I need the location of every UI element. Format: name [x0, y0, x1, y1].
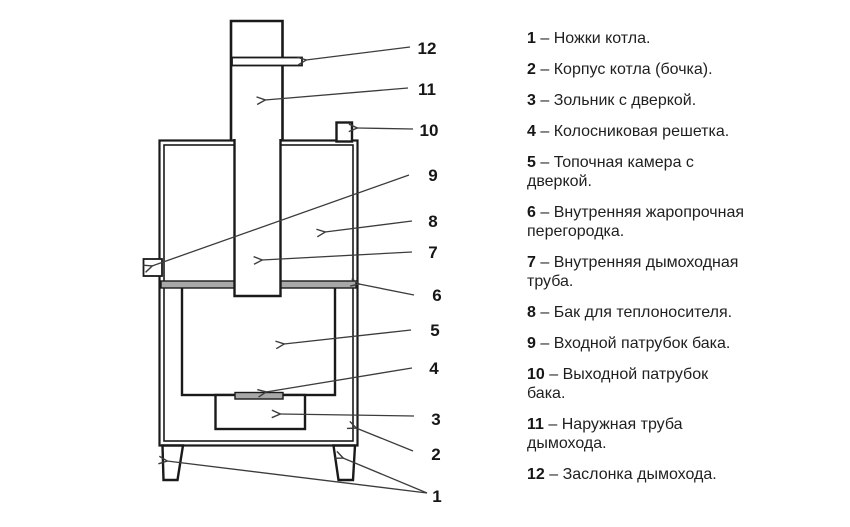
callout-2: 2 [431, 445, 440, 464]
legend-item-number: 12 [527, 466, 545, 483]
legend-item-text: Входной патрубок бака. [553, 335, 731, 352]
callout-4: 4 [429, 359, 439, 378]
legend-item-dash: – [540, 204, 550, 221]
callout-arrow-7 [262, 251, 413, 260]
boiler-diagram: 12 11 10 9 8 7 6 5 4 3 2 1 [142, 19, 442, 506]
legend-item-dash: – [540, 123, 550, 140]
legend-item: 8 – Бак для теплоносителя. [527, 303, 817, 322]
leg-left [161, 444, 185, 482]
legend-item-number: 9 [527, 335, 536, 352]
callout-1: 1 [432, 487, 441, 506]
legend-item: 12 – Заслонка дымохода. [527, 465, 817, 484]
legend-item-text: Бак для теплоносителя. [553, 304, 733, 321]
legend-item-dash: – [548, 416, 558, 433]
callout-6: 6 [432, 286, 441, 305]
legend-item-text: Топочная камера с дверкой. [527, 154, 694, 190]
callout-10: 10 [420, 121, 439, 140]
grate [234, 391, 284, 400]
legend-item-dash: – [540, 304, 550, 321]
legend-item-dash: – [549, 366, 559, 383]
legend-item-dash: – [540, 154, 550, 171]
callout-arrow-5 [284, 329, 412, 344]
legend-item: 5 – Топочная камера с дверкой. [527, 153, 817, 191]
legend-item-number: 6 [527, 204, 536, 221]
legend-item: 1 – Ножки котла. [527, 29, 817, 48]
legend-item-dash: – [540, 30, 550, 47]
callout-arrow-1a [167, 461, 428, 494]
legend-item: 9 – Входной патрубок бака. [527, 334, 817, 353]
legend-item-text: Выходной патрубок бака. [527, 366, 709, 402]
legend-item-text: Колосниковая решетка. [553, 123, 730, 140]
inner-smoke-pipe-fill [234, 139, 281, 296]
legend-item-number: 11 [527, 416, 544, 433]
legend-item: 7 – Внутренняя дымоходная труба. [527, 253, 817, 291]
callout-arrow-3 [280, 414, 415, 416]
combustion-chamber [180, 282, 337, 397]
callout-9: 9 [428, 166, 437, 185]
callout-arrow-2 [356, 428, 414, 452]
callout-11: 11 [418, 80, 436, 99]
legend-item-text: Внутренняя дымоходная труба. [527, 254, 739, 290]
legend-item-text: Зольник с дверкой. [553, 92, 697, 109]
legend-item: 2 – Корпус котла (бочка). [527, 60, 817, 79]
legend-item-text: Корпус котла (бочка). [553, 61, 713, 78]
legend-item: 10 – Выходной патрубок бака. [527, 365, 817, 403]
legend-item: 3 – Зольник с дверкой. [527, 91, 817, 110]
callout-arrow-1b [343, 458, 428, 494]
legend-item: 6 – Внутренняя жаропрочная перегородка. [527, 203, 817, 241]
legend-item-text: Наружная труба дымохода. [527, 416, 683, 452]
callout-12: 12 [418, 39, 437, 58]
callout-3: 3 [431, 410, 440, 429]
legend-item-number: 4 [527, 123, 536, 140]
legend-item: 11 – Наружная труба дымохода. [527, 415, 817, 453]
outer-chimney-fill [231, 21, 283, 139]
callout-arrow-4 [266, 367, 413, 392]
leg-right [332, 444, 357, 482]
legend-item-number: 8 [527, 304, 536, 321]
callout-arrow-9 [152, 174, 410, 266]
callout-arrow-12 [306, 46, 411, 60]
outer-chimney-pipe [229, 19, 284, 141]
callout-arrow-6 [359, 284, 415, 296]
legend: 1 – Ножки котла. 2 – Корпус котла (бочка… [527, 29, 817, 496]
legend-item-number: 10 [527, 366, 545, 383]
callout-7: 7 [428, 243, 437, 262]
legend-item-dash: – [549, 466, 559, 483]
tank-inlet-nozzle [142, 258, 163, 277]
legend-item-dash: – [540, 92, 550, 109]
legend-item-number: 2 [527, 61, 536, 78]
legend-item-number: 7 [527, 254, 536, 271]
legend-item-dash: – [540, 335, 550, 352]
legend-item: 4 – Колосниковая решетка. [527, 122, 817, 141]
legend-item-number: 1 [527, 30, 536, 47]
legend-item-text: Заслонка дымохода. [562, 466, 717, 483]
legend-item-number: 5 [527, 154, 536, 171]
callout-arrow-10 [357, 128, 414, 129]
legend-item-text: Внутренняя жаропрочная перегородка. [527, 204, 745, 240]
ash-box [214, 393, 307, 431]
legend-item-dash: – [540, 254, 550, 271]
tank-outlet-nozzle [335, 121, 354, 143]
callout-arrow-11 [265, 87, 409, 100]
legend-item-dash: – [540, 61, 550, 78]
chimney-damper [231, 56, 303, 67]
legend-item-text: Ножки котла. [553, 30, 651, 47]
callout-5: 5 [430, 321, 439, 340]
legend-item-number: 3 [527, 92, 536, 109]
callout-8: 8 [428, 212, 437, 231]
inner-smoke-pipe [233, 139, 282, 298]
callout-arrow-8 [325, 220, 413, 232]
